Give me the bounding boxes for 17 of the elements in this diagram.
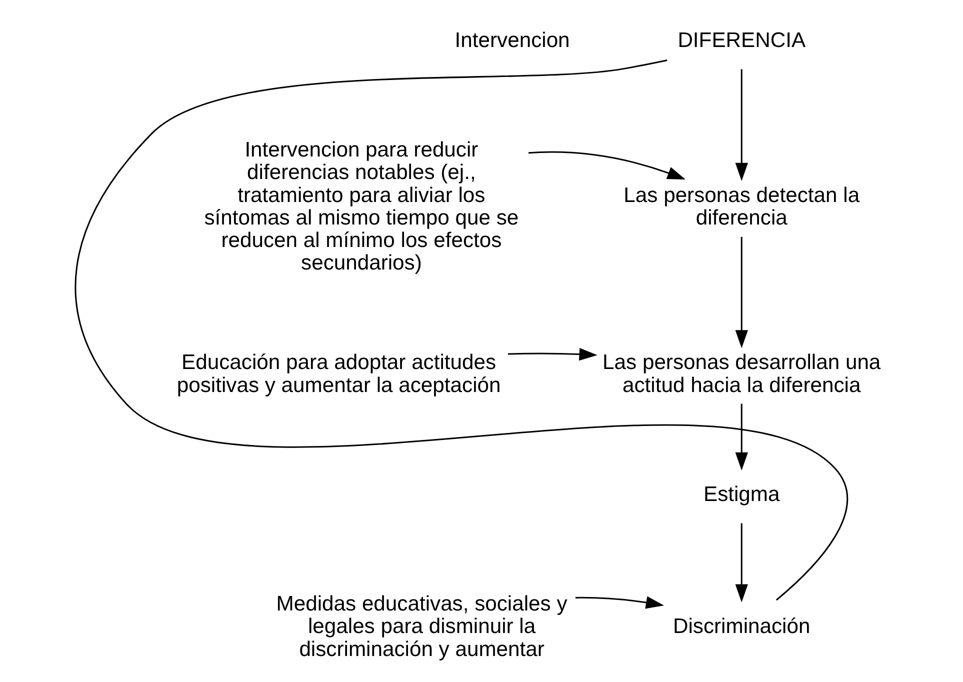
node-text: Las personas desarrollan una actitud hacia la diferencia — [602, 351, 881, 397]
connector — [74, 59, 848, 601]
arrow — [735, 404, 748, 470]
arrow — [735, 69, 748, 182]
arrow — [528, 151, 686, 180]
node-text: Las personas detectan la diferencia — [624, 184, 860, 230]
node-text: DIFERENCIA — [678, 29, 806, 52]
arrow — [735, 236, 748, 348]
arrow — [735, 523, 748, 602]
arrow — [575, 596, 664, 609]
node-text: Discriminación — [673, 615, 810, 638]
node-text: Educación para adoptar actitudes positivas y aumentar la aceptación — [176, 351, 501, 397]
arrow — [508, 348, 598, 361]
node-text: Intervencion para reducir diferencias notables (ej., tratamiento para aliviar los síntomas al mismo tiempo que se reducen al mínimo los efectos secundarios) — [204, 138, 519, 275]
label: Intervencion — [454, 29, 570, 52]
node-text: Medidas educativas, sociales y legales para disminuir la discriminación y aumentar — [276, 592, 568, 661]
node-text: Estigma — [703, 483, 780, 506]
